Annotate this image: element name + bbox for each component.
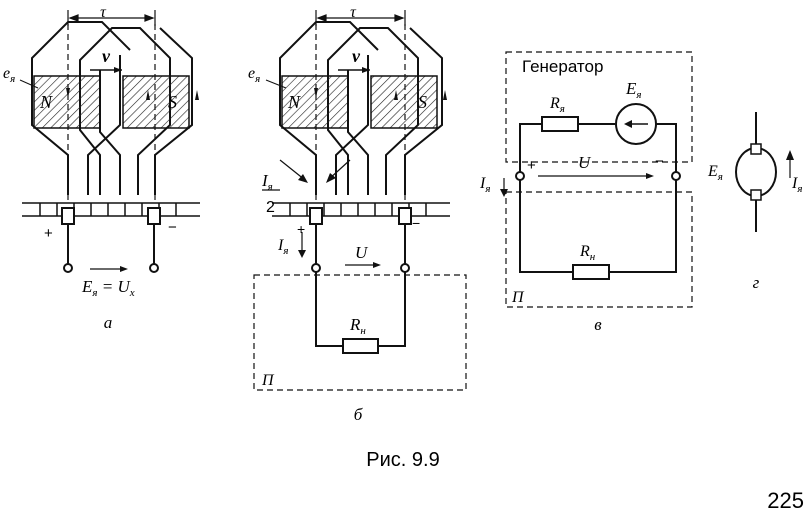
pole-n-label-a: N [39,92,53,112]
commutator-b [272,202,450,217]
emf-arrow-a2 [146,90,150,100]
brush-a-plus [61,207,75,225]
current-label-v: Iя [479,175,490,195]
pole-n-a [33,75,101,129]
load-box-label-v: П [511,289,525,306]
commutator-a [22,202,200,217]
emf-arrow-a1 [66,88,70,98]
brush-g-top [750,143,762,155]
armature-coil-b1 [279,21,379,195]
current-label-g: Iя [791,175,802,195]
tau-label-b: τ [350,4,357,21]
svg-text:eя: eя [248,65,260,85]
diagram-v-label: в [594,315,602,334]
pole-pitch-dimension-b [315,10,406,26]
pole-n-b [281,75,349,129]
armature-coil-b3 [404,27,443,195]
terminal-b-plus [311,263,321,273]
minus-sign-a: − [168,219,177,236]
generator-box-v [505,51,693,163]
emf-label-b: e [248,65,255,82]
diagram-g-label: г [753,273,760,292]
emf-label-g: Eя [707,163,723,183]
diagram-v [500,51,693,308]
load-box-v [505,191,693,308]
generator-title-v: Генератор [522,57,603,76]
terminal-a-plus [63,263,73,273]
pole-s-label-b: S [418,92,427,112]
load-resistor-v [572,264,610,280]
plus-sign-v: + [527,157,536,174]
load-label-v: Rн [579,243,596,263]
half-current-denominator-b: 2 [266,199,275,216]
terminal-v-minus [671,171,681,181]
diagram-a-label: а [104,313,113,332]
pole-s-label-a: S [168,92,177,112]
diagram-b-label: б [354,405,363,424]
load-box-b [253,274,467,391]
diagram-g [735,112,794,232]
emf-arrow-b2 [394,90,398,100]
voltage-label-b: U [355,243,369,262]
figure-caption: Рис. 9.9 [366,449,439,471]
brush-b-minus [398,207,412,225]
minus-sign-b: − [412,215,420,231]
velocity-label-a: v [102,46,111,66]
armature-resistor-label-v: Rя [549,95,565,115]
armature-coil-a2-inner [99,70,121,195]
terminal-v-plus [515,171,525,181]
diagram-b [253,10,467,391]
diagram-a [19,10,200,273]
armature-coil-b2-inner [347,70,369,195]
emf-arrow-b3 [443,90,447,100]
emf-label-a: e [3,65,10,82]
pole-s-a [122,75,190,129]
minus-sign-v: − [655,153,664,170]
brush-g-bottom [750,189,762,201]
svg-text:eя: eя [3,65,15,85]
current-label-b: Iя [277,237,288,257]
plus-sign-b: + [297,221,305,237]
armature-coil-b1-return [335,55,369,195]
armature-coil-a1 [31,21,131,195]
armature-coil-a1-return [87,55,121,195]
armature-coil-a3 [154,27,193,195]
emf-equation-a: Eя = Ux [81,277,135,299]
terminal-b-minus [400,263,410,273]
velocity-label-b: v [352,46,361,66]
tau-label-a: τ [100,4,107,21]
armature-coil-b2 [327,27,419,195]
brush-b-plus [309,207,323,225]
voltage-label-v: U [578,153,592,172]
load-label-b: Rн [349,315,366,337]
plus-sign-a: + [44,225,53,242]
page-number: 225 [767,488,804,512]
brush-a-minus [147,207,161,225]
emf-arrow-a3 [195,90,199,100]
pole-pitch-dimension-a [67,10,156,26]
armature-resistor-v [541,116,579,132]
armature-coil-a2 [79,27,171,195]
terminal-a-minus [149,263,159,273]
pole-n-label-b: N [287,92,301,112]
load-box-label-b: П [261,372,275,389]
emf-arrow-b1 [314,88,318,98]
half-current-label-b: Iя [261,171,273,193]
pole-s-b [370,75,438,129]
emf-source-label-v: Eя [625,79,642,101]
generator-symbol-g [735,147,777,197]
load-resistor-b [342,338,379,354]
